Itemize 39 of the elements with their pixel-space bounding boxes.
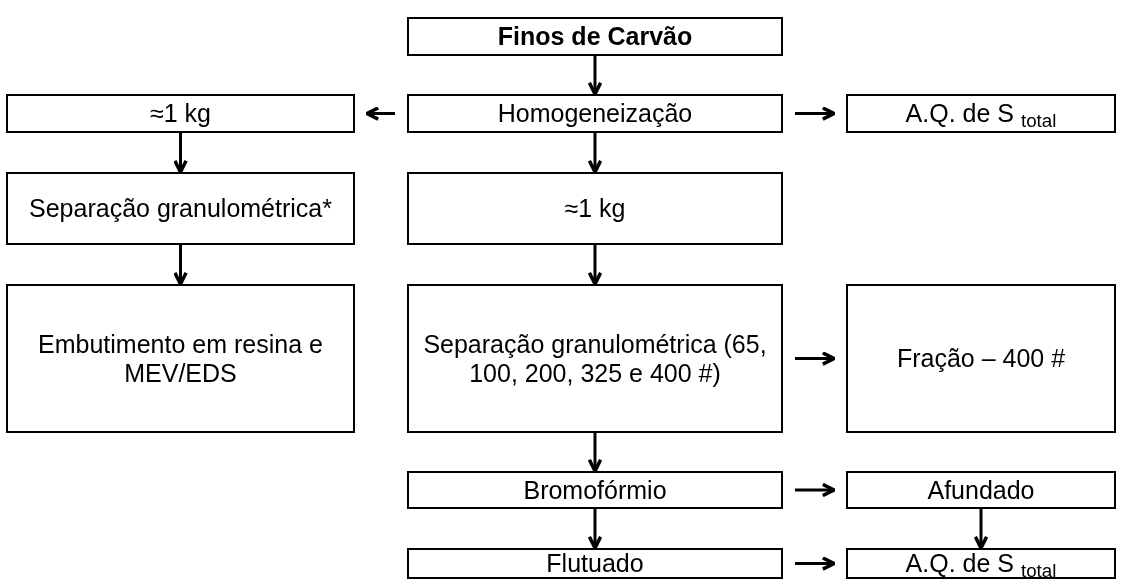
arrow	[587, 133, 603, 174]
arrow	[587, 509, 603, 550]
box-text: Embutimento em resina e MEV/EDS	[37, 329, 324, 388]
process-box	[407, 284, 783, 433]
process-box	[407, 172, 783, 245]
box-text: Separação granulométrica (65, 100, 200, 325 e 400 #)	[422, 329, 768, 388]
arrow	[795, 106, 836, 121]
process-box	[407, 17, 783, 56]
box-text: ≈1 kg	[564, 194, 626, 223]
box-text: A.Q. de S $_{total}$	[905, 99, 1057, 128]
arrow	[173, 133, 188, 174]
box-text: A.Q. de S $_{total}$	[905, 549, 1057, 578]
arrow	[795, 556, 836, 571]
box-text: Homogeneização	[497, 99, 693, 128]
box-text: Finos de Carvão	[497, 22, 693, 51]
process-box	[6, 172, 355, 245]
arrow	[587, 56, 603, 96]
arrow	[365, 106, 395, 121]
box-text: ≈1 kg	[150, 99, 211, 128]
arrow	[973, 509, 989, 550]
arrow	[795, 351, 836, 366]
process-box	[407, 471, 783, 509]
process-box	[407, 548, 783, 579]
process-box	[6, 94, 355, 133]
box-text: Bromofórmio	[523, 475, 667, 505]
process-box	[846, 94, 1116, 133]
process-box	[846, 284, 1116, 433]
arrow	[587, 433, 603, 473]
box-text: Flutuado	[546, 549, 644, 578]
arrow	[795, 482, 836, 498]
arrow	[173, 245, 188, 286]
process-box	[6, 284, 355, 433]
box-text: Fração – 400 #	[896, 344, 1066, 373]
box-text: Afundado	[927, 475, 1035, 505]
process-box	[846, 471, 1116, 509]
process-box	[846, 548, 1116, 579]
process-box	[407, 94, 783, 133]
box-text: Separação granulométrica*	[29, 194, 332, 223]
arrow	[587, 245, 603, 286]
